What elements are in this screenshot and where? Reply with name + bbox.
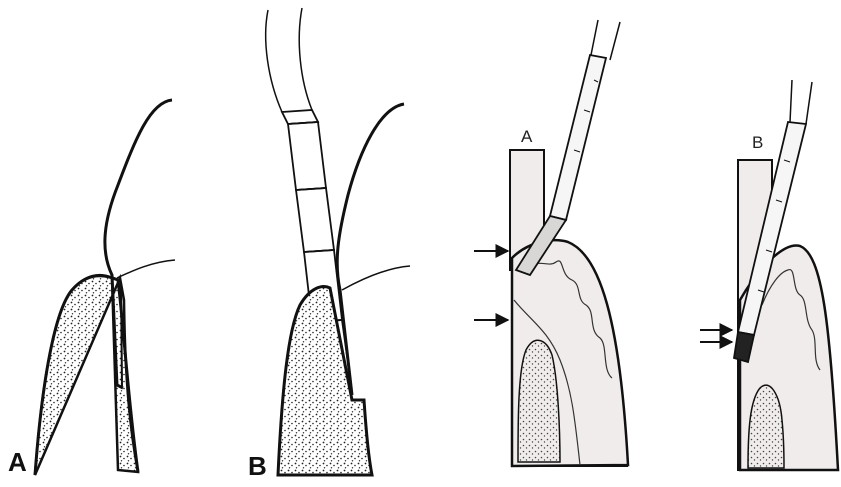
panel-label: A	[8, 447, 27, 477]
panel-right-b: B	[700, 80, 838, 470]
probe-wire	[266, 10, 282, 112]
probe-wire	[299, 8, 312, 110]
panel-label: B	[248, 451, 267, 481]
panel-left-a: A	[8, 100, 175, 477]
gum-line	[117, 260, 175, 278]
panel-label: A	[521, 127, 533, 146]
panel-label: B	[752, 133, 763, 152]
gum-line	[342, 266, 410, 290]
tooth-outline	[337, 104, 404, 395]
sulcus-line	[121, 282, 122, 386]
panel-left-b: B	[248, 8, 410, 481]
tooth-outline	[105, 100, 172, 388]
bone-stipple	[278, 287, 372, 475]
panel-right-a: A	[474, 20, 628, 466]
